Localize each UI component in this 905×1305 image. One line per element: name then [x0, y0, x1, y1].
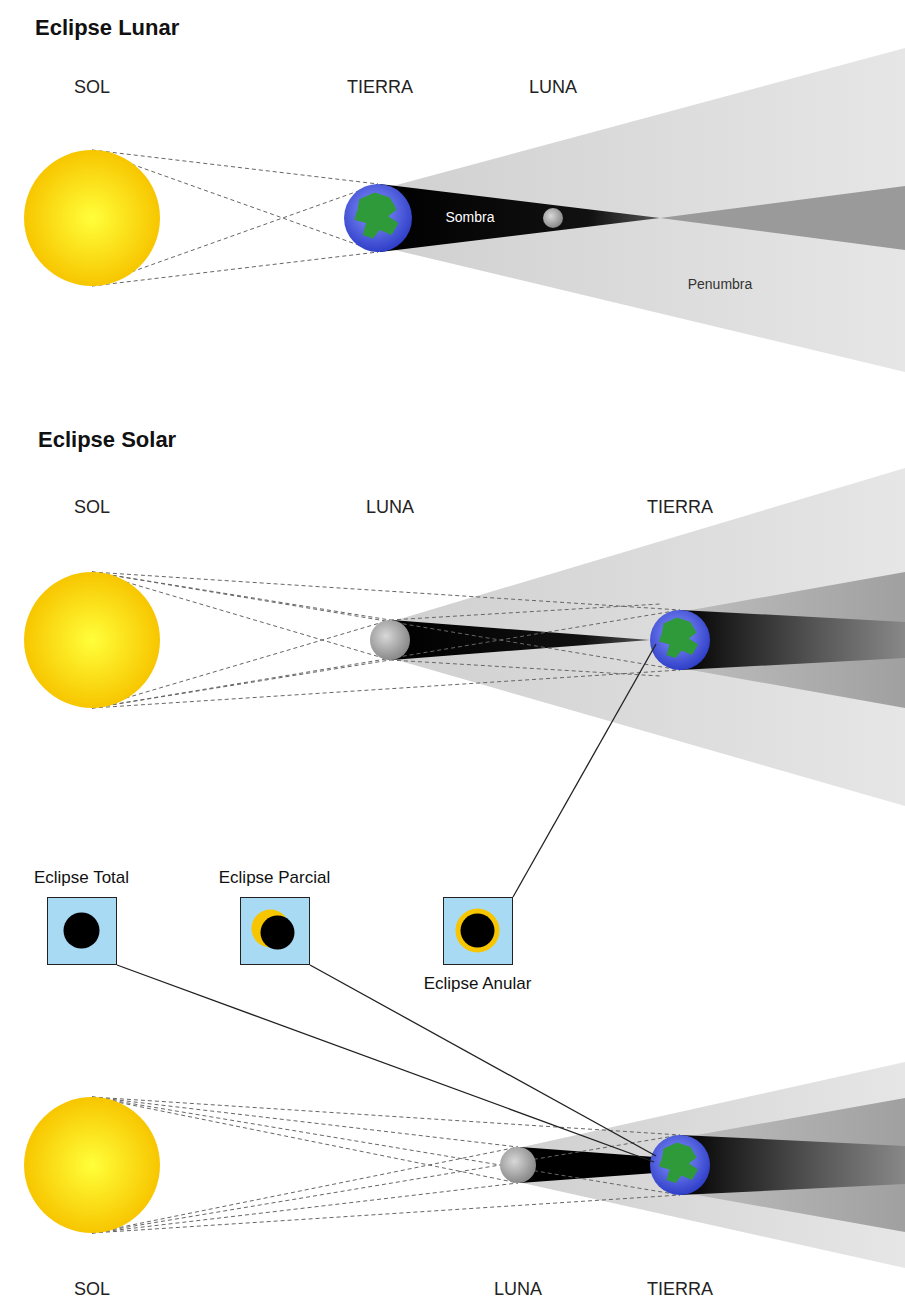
eclipse-view-box: Eclipse Anular [443, 897, 513, 965]
moon [500, 1147, 536, 1183]
earth [344, 184, 412, 252]
body-label: SOL [74, 78, 110, 98]
eclipse-icon [48, 898, 115, 963]
body-label: LUNA [529, 78, 577, 98]
annular-eclipse-figure [24, 468, 905, 806]
penumbra-cone [378, 48, 905, 372]
leader-line [310, 965, 656, 1156]
penumbra-cone [390, 468, 905, 806]
leader-line [117, 965, 654, 1162]
light-rays [92, 572, 680, 708]
earth-shadow [680, 610, 905, 670]
umbra-cone [392, 620, 650, 660]
body-label: SOL [74, 1280, 110, 1300]
body-label: TIERRA [647, 1280, 713, 1300]
leader-line [513, 644, 656, 897]
section-heading: Eclipse Lunar [35, 16, 179, 40]
earth [650, 610, 710, 670]
eclipse-icon [241, 898, 308, 963]
penumbra-cone [518, 1062, 905, 1268]
shadow-label: Sombra [445, 210, 494, 225]
box-heading: Eclipse Anular [424, 974, 532, 994]
leader-lines [117, 644, 656, 1162]
box-heading: Eclipse Total [34, 868, 129, 888]
eclipse-view-box: Eclipse Parcial [240, 897, 310, 965]
body-label: LUNA [494, 1280, 542, 1300]
body-label: SOL [74, 498, 110, 518]
moon-disc [261, 916, 295, 950]
moon-disc [64, 913, 100, 949]
shadow-label: Penumbra [688, 277, 753, 292]
shadow-cone [660, 186, 905, 250]
eclipse-icon [444, 898, 511, 963]
eclipse-view-box: Eclipse Total [47, 897, 117, 965]
earth [650, 1135, 710, 1195]
body-label: TIERRA [647, 498, 713, 518]
lunar-eclipse-figure [24, 48, 905, 372]
light-rays [92, 1097, 680, 1233]
earth-shadow [680, 1135, 905, 1195]
sun [24, 572, 160, 708]
body-label: TIERRA [347, 78, 413, 98]
penumbra-inner [680, 1098, 905, 1232]
penumbra-inner [680, 572, 905, 708]
section-heading: Eclipse Solar [38, 428, 176, 452]
umbra-cone [520, 1147, 655, 1183]
sun-disc [456, 909, 500, 953]
moon-disc [461, 914, 495, 948]
moon [370, 620, 410, 660]
moon [543, 208, 563, 228]
sun [24, 1097, 160, 1233]
body-label: LUNA [366, 498, 414, 518]
umbra-cone [380, 184, 660, 252]
sun [24, 150, 160, 286]
box-heading: Eclipse Parcial [219, 868, 331, 888]
